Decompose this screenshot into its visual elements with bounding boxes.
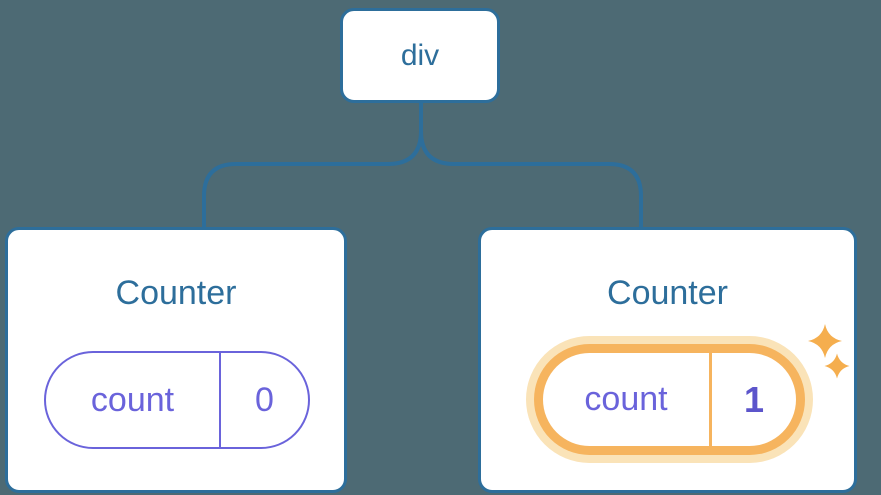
component-title: Counter — [607, 274, 728, 312]
counter-card-left: Counter count 0 — [5, 227, 347, 493]
root-node-label: div — [400, 38, 440, 72]
state-key-label: count — [46, 353, 221, 447]
component-title: Counter — [115, 274, 237, 312]
state-value: 1 — [743, 378, 765, 420]
counter-card-right: Counter count 1 — [478, 227, 857, 493]
state-value: 0 — [255, 380, 274, 419]
root-node-div: div — [340, 8, 500, 103]
state-key-label: count — [543, 353, 712, 446]
sparkles-icon — [808, 324, 850, 379]
state-pill: count 0 — [44, 351, 310, 449]
state-pill-highlighted: count 1 — [543, 353, 796, 446]
